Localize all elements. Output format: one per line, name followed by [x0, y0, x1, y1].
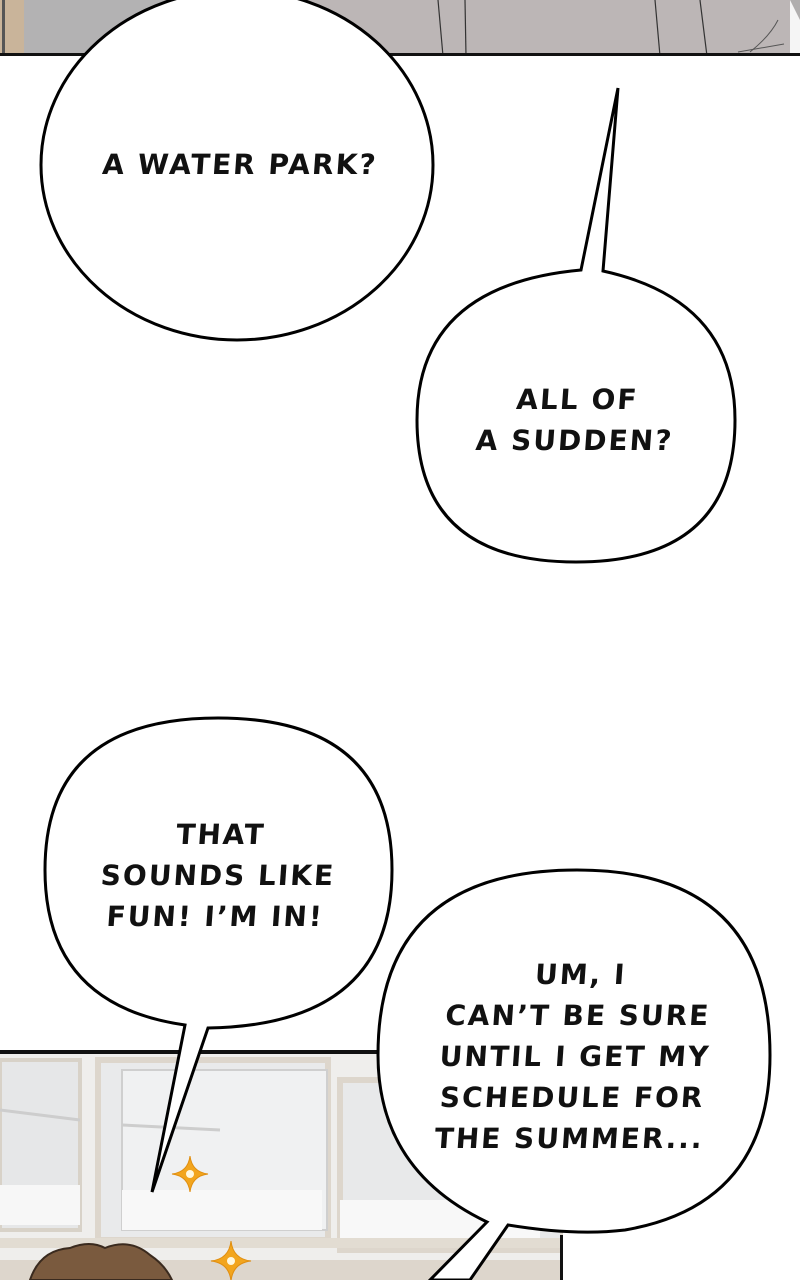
bubble-2-text: ALL OF A SUDDEN?	[474, 383, 675, 457]
speech-bubble-1	[39, 0, 435, 342]
sparkle-icon	[171, 1155, 209, 1193]
speech-bubble-2	[415, 87, 737, 564]
bubble-3-text: THAT SOUNDS LIKE FUN! I’M IN!	[99, 818, 337, 933]
top-panel	[0, 0, 800, 56]
bubble-1-text: A WATER PARK?	[101, 148, 379, 181]
bubble-4-text: UM, I CAN’T BE SURE UNTIL I GET MY SCHED…	[433, 958, 712, 1155]
speech-bubble-3	[43, 716, 394, 1193]
sparkle-icon	[210, 1240, 252, 1280]
speech-bubble-4	[376, 868, 772, 1280]
